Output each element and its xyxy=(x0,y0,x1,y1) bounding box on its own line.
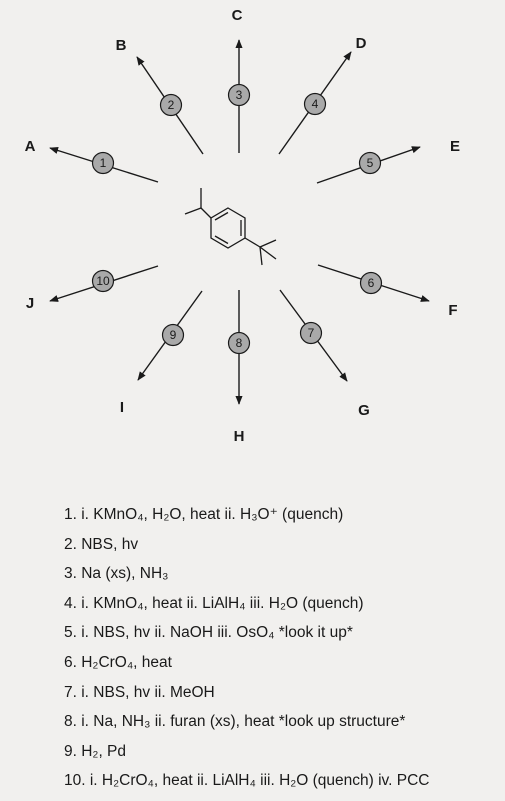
product-label: J xyxy=(26,295,34,312)
step-number: 10 xyxy=(96,274,110,288)
condition-8: 8. i. Na, NH₃ ii. furan (xs), heat *look… xyxy=(64,713,406,731)
step-badge xyxy=(299,321,323,345)
arrow-C: 3C xyxy=(227,7,251,153)
arrow-A: 1A xyxy=(25,138,159,183)
arrow-I: 9I xyxy=(120,290,203,416)
product-label: A xyxy=(25,138,36,155)
reaction-conditions-list: 1. i. KMnO₄, H₂O, heat ii. H₃O⁺ (quench)… xyxy=(64,500,504,796)
condition-2: 2. NBS, hv xyxy=(64,535,139,553)
step-badge xyxy=(159,93,183,117)
product-label: F xyxy=(448,302,457,319)
product-label: D xyxy=(356,35,367,52)
benzene-ring xyxy=(210,207,246,249)
step-number: 3 xyxy=(236,88,243,102)
product-label: H xyxy=(234,428,245,445)
step-number: 2 xyxy=(168,98,175,112)
step-number: 6 xyxy=(368,276,375,290)
tert-butyl-group xyxy=(244,237,261,248)
condition-3: 3. Na (xs), NH₃ xyxy=(64,565,169,583)
step-number: 9 xyxy=(170,328,177,342)
step-number: 1 xyxy=(100,156,107,170)
step-badge xyxy=(227,331,251,355)
product-label: G xyxy=(358,402,370,419)
condition-4: 4. i. KMnO₄, heat ii. LiAlH₄ iii. H₂O (q… xyxy=(64,594,364,612)
condition-1: 1. i. KMnO₄, H₂O, heat ii. H₃O⁺ (quench) xyxy=(64,506,344,523)
step-number: 7 xyxy=(308,326,315,340)
step-number: 5 xyxy=(367,156,374,170)
product-label: E xyxy=(450,138,460,155)
condition-9: 9. H₂, Pd xyxy=(64,742,127,760)
step-number: 4 xyxy=(312,97,319,111)
condition-10: 10. i. H₂CrO₄, heat ii. LiAlH₄ iii. H₂O … xyxy=(64,772,430,790)
step-badge xyxy=(161,323,185,347)
step-badge xyxy=(227,83,251,107)
step-badge xyxy=(91,269,115,293)
step-number: 8 xyxy=(236,336,243,350)
step-badge xyxy=(91,151,115,175)
arrow-E: 5E xyxy=(316,138,460,184)
arrow-J: 10J xyxy=(26,265,159,312)
condition-6: 6. H₂CrO₄, heat xyxy=(64,653,172,671)
starting-molecule xyxy=(184,188,277,266)
arrow-B: 2B xyxy=(116,37,204,155)
arrow-G: 7G xyxy=(279,289,370,419)
arrow-D: 4D xyxy=(278,35,367,155)
arrow-H: 8H xyxy=(227,290,251,445)
isopropyl-group xyxy=(200,207,212,219)
step-badge xyxy=(358,151,382,175)
product-label: C xyxy=(232,7,243,24)
condition-5: 5. i. NBS, hv ii. NaOH iii. OsO₄ *look i… xyxy=(64,624,353,642)
product-label: B xyxy=(116,37,127,54)
condition-7: 7. i. NBS, hv ii. MeOH xyxy=(64,683,215,701)
step-badge xyxy=(359,271,383,295)
step-badge xyxy=(303,92,327,116)
product-label: I xyxy=(120,399,124,416)
arrow-F: 6F xyxy=(317,264,458,319)
